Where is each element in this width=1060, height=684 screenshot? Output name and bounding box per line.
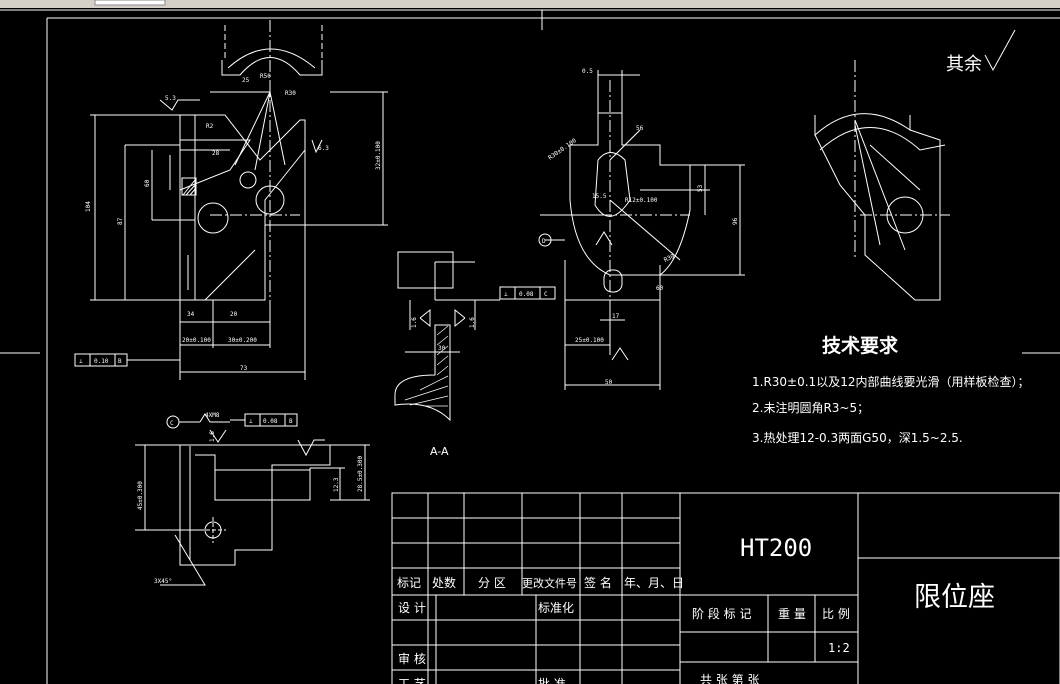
dim-label: 4XM8: [205, 412, 220, 419]
review-label: 审 核: [398, 651, 426, 666]
tol-symbol: ⊥: [249, 418, 253, 425]
dim-label: R30: [285, 90, 296, 97]
scale-label: 比 例: [822, 607, 850, 621]
sheet-text: 共 张 第 张: [700, 673, 759, 684]
header-zone: 分 区: [478, 576, 506, 590]
roughness-label: 其余: [946, 54, 982, 75]
dim-label: 34: [187, 311, 195, 318]
dim-label: 32±0.100: [375, 141, 382, 170]
dim-label: 73: [240, 365, 248, 372]
tol-datum: C: [544, 291, 548, 298]
dim-label: 1.6: [209, 431, 216, 442]
approve-label: 批 准: [538, 676, 566, 684]
design-label: 设 计: [398, 601, 426, 615]
section-label: A-A: [430, 445, 449, 458]
side-view: [538, 70, 745, 390]
tech-req-item-1: 1.R30±0.1以及12内部曲线要光滑（用样板检查）；: [752, 374, 1029, 389]
dim-label: 30±0.200: [228, 337, 257, 344]
dim-label: 1.6: [411, 317, 418, 328]
tol-symbol: ⊥: [79, 358, 83, 365]
dim-label: 5.3: [165, 95, 176, 102]
stage-label: 阶 段 标 记: [692, 606, 751, 621]
dim-label: 53: [697, 184, 704, 192]
tech-req-title: 技术要求: [822, 334, 899, 357]
dim-label: R50: [260, 73, 271, 80]
dim-label: 3X45°: [154, 578, 172, 585]
dim-label: R12±0.100: [625, 197, 658, 204]
dim-label: 1.6: [469, 317, 476, 328]
part-name: 限位座: [914, 582, 995, 613]
dim-label: 15.5: [592, 193, 607, 200]
header-change-doc: 更改文件号: [522, 576, 577, 590]
material-label: HT200: [740, 534, 812, 562]
dim-label: 45±0.300: [137, 481, 144, 510]
toolbar-field[interactable]: [94, 0, 166, 6]
datum-marker: D: [542, 238, 546, 245]
header-signature: 签 名: [584, 575, 612, 590]
tol-symbol: ⊥: [504, 291, 508, 298]
header-mark: 标记: [397, 576, 421, 590]
dim-label: 28.5±0.300: [357, 455, 364, 492]
process-label: 工 艺: [398, 677, 426, 684]
header-date: 年、月、日: [624, 576, 684, 590]
weight-label: 重 量: [778, 607, 806, 621]
top-view: [135, 413, 370, 586]
dim-label: 60: [656, 285, 664, 292]
dim-label: 60: [144, 179, 151, 187]
window-strip: [0, 0, 1060, 8]
dim-label: 96: [732, 217, 739, 225]
dim-label: 56: [636, 125, 644, 132]
section-view: [394, 251, 556, 422]
dim-label: 20±0.100: [182, 337, 211, 344]
dim-label: 28: [212, 150, 220, 157]
tech-req-item-3: 3.热处理12-0.3两面G50，深1.5~2.5.: [752, 431, 963, 445]
datum-marker: C: [170, 420, 174, 427]
dim-label: 6.3: [318, 145, 329, 152]
dim-label: 0.5: [582, 68, 593, 75]
dim-label: 25±0.100: [575, 337, 604, 344]
tol-datum: B: [289, 418, 293, 425]
tol-value: 0.08: [263, 418, 278, 425]
standardization-label: 标准化: [538, 601, 574, 615]
tol-value: 0.08: [519, 291, 534, 298]
tol-datum: B: [118, 358, 122, 365]
dim-label: R30: [663, 253, 676, 264]
dim-label: 50: [605, 379, 613, 386]
front-view: [74, 20, 388, 380]
dim-label: 25: [242, 77, 250, 84]
dim-label: 87: [117, 217, 124, 225]
detail-view: [814, 29, 1016, 301]
dim-label: 104: [85, 201, 92, 212]
header-count: 处数: [432, 575, 456, 590]
dim-label: 20: [230, 311, 238, 318]
dim-label: R30±0.100: [547, 137, 578, 162]
tol-value: 0.10: [94, 358, 109, 365]
scale-value: 1:2: [828, 641, 850, 655]
dim-label: 12.3: [333, 477, 340, 492]
dim-label: R2: [206, 123, 214, 130]
dim-label: 17: [612, 313, 620, 320]
dim-label: 30: [438, 345, 446, 352]
tech-req-item-2: 2.未注明圆角R3~5；: [752, 400, 869, 415]
title-block: [391, 492, 1060, 684]
